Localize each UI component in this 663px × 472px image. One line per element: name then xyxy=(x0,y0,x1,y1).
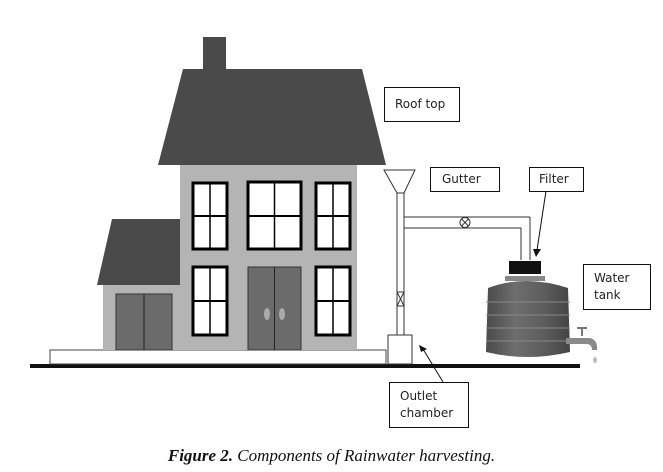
chimney xyxy=(203,37,226,72)
filter xyxy=(509,261,541,274)
ground-line xyxy=(30,364,580,368)
window-upper-right xyxy=(314,181,352,251)
first-flush-valve-icon xyxy=(396,291,405,307)
label-roof-top-text: Roof top xyxy=(395,97,446,111)
filter-arrowhead xyxy=(533,249,541,257)
label-water-tank-line1: Water xyxy=(594,271,630,285)
outlet-chamber xyxy=(387,334,413,365)
house-plinth xyxy=(49,349,387,365)
water-tank xyxy=(486,276,570,357)
label-outlet-chamber-line1: Outlet xyxy=(400,389,438,403)
figure-caption-text: Components of Rainwater harvesting. xyxy=(233,446,496,465)
label-gutter: Gutter xyxy=(430,167,500,192)
figure-caption: Figure 2. Components of Rainwater harves… xyxy=(0,446,663,466)
window-lower-left xyxy=(191,265,229,337)
annex-garage-door xyxy=(115,293,173,351)
label-filter: Filter xyxy=(529,167,584,192)
main-door xyxy=(247,266,302,351)
label-outlet-chamber-line2: chamber xyxy=(400,406,454,420)
valve-icon xyxy=(459,217,471,228)
label-roof-top: Roof top xyxy=(384,87,460,122)
label-water-tank-line2: tank xyxy=(594,288,621,302)
label-outlet-chamber: Outlet chamber xyxy=(389,382,469,428)
window-lower-right xyxy=(314,265,352,337)
figure-caption-prefix: Figure 2. xyxy=(167,446,234,465)
main-roof xyxy=(158,69,386,165)
window-upper-center xyxy=(246,180,303,251)
label-gutter-text: Gutter xyxy=(442,172,481,186)
horizontal-pipe xyxy=(404,216,531,260)
window-upper-left xyxy=(191,181,229,251)
gutter-funnel xyxy=(383,169,416,194)
annex-roof xyxy=(97,219,180,285)
outlet-leader-line xyxy=(422,348,444,383)
label-filter-text: Filter xyxy=(539,172,569,186)
outlet-arrowhead xyxy=(419,345,427,352)
filter-leader-line xyxy=(536,190,547,251)
label-water-tank: Water tank xyxy=(583,264,651,310)
tap-icon xyxy=(566,327,598,363)
